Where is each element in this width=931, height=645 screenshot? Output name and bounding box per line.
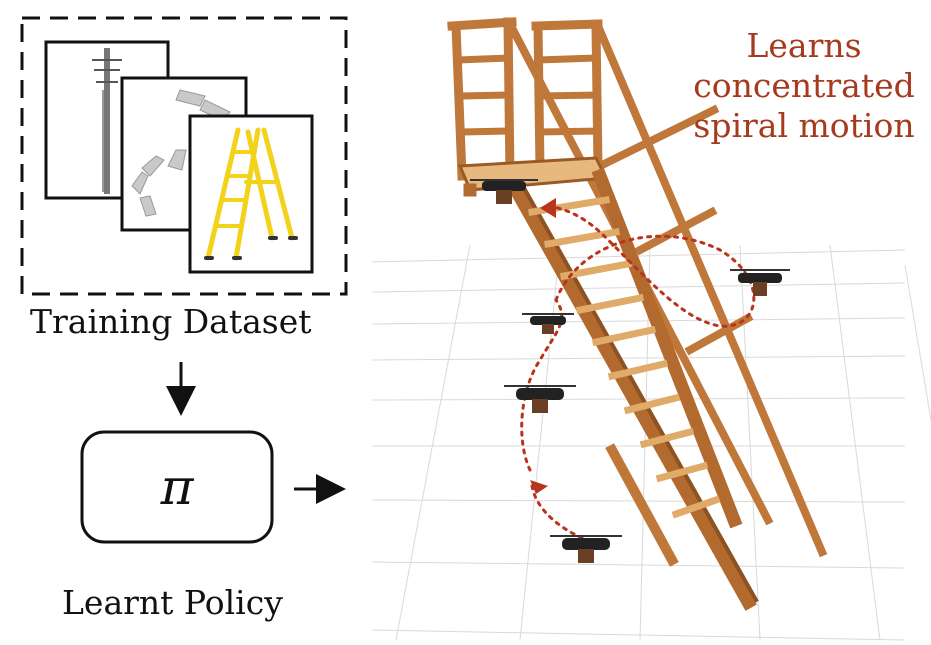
ladder-icon [204,127,298,261]
drone [504,385,576,413]
spiral-motion-annotation: Learns concentrated spiral motion [684,26,924,146]
dataset-image-yellow-ladder [188,114,314,274]
training-dataset-label: Training Dataset [30,302,312,341]
annotation-line: spiral motion [693,106,915,145]
drone [550,535,622,563]
drone [522,313,574,334]
drone [730,269,790,296]
dataset-dashed-box [20,16,348,296]
annotation-line: concentrated [693,66,915,105]
trajectory-arrow-lower [530,480,548,494]
policy-box [80,430,274,544]
annotation-line: Learns [746,26,862,65]
drone [470,179,538,204]
power-pole-icon [92,48,122,194]
trajectory-arrow-upper [540,198,556,218]
learnt-policy-label: Learnt Policy [62,583,283,622]
ladder-structure [447,17,828,611]
policy-symbol: π [160,458,194,516]
